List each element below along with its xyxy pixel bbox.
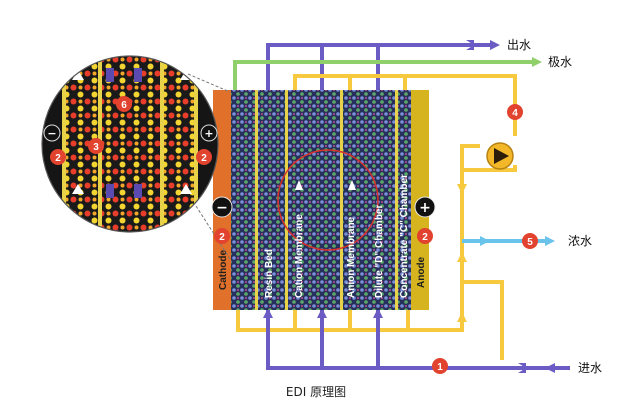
anode-plus-badge: + xyxy=(414,196,436,218)
svg-text:3: 3 xyxy=(93,142,99,153)
label-outlet: 出水 xyxy=(507,38,531,52)
marker-6: 6 xyxy=(116,96,132,112)
marker-2-lens-left: 2 xyxy=(50,149,66,165)
label-inlet: 进水 xyxy=(578,361,602,375)
electrode-water-arrow xyxy=(532,57,542,67)
svg-text:+: + xyxy=(204,127,213,140)
concentrate-out-arrow xyxy=(545,236,555,246)
svg-text:2: 2 xyxy=(201,153,207,164)
label-dilute-chamber: Dilute "D" Chamber xyxy=(374,205,385,298)
label-anion-membrane: Anion Membrane xyxy=(346,216,357,298)
svg-text:2: 2 xyxy=(219,232,225,243)
label-anode: Anode xyxy=(416,256,427,288)
outlet-arrow xyxy=(490,40,500,50)
inlet-pipe xyxy=(266,308,570,370)
cathode-minus-badge: − xyxy=(211,196,233,218)
membrane-3 xyxy=(340,90,343,310)
edi-module xyxy=(213,90,429,310)
inlet-up-arrow-2 xyxy=(317,308,327,318)
lens-plus-badge xyxy=(200,124,218,142)
diagram-caption: EDI 原理图 xyxy=(285,385,347,399)
marker-1: 1 xyxy=(432,358,448,374)
lens-minus-badge xyxy=(43,124,61,142)
electrode-water-pipe xyxy=(233,60,532,90)
marker-2-cathode: 2 xyxy=(214,228,230,244)
membrane-4 xyxy=(395,90,398,310)
inlet-arrow xyxy=(545,363,555,373)
membrane-1 xyxy=(255,90,258,310)
inlet-up-arrow-1 xyxy=(263,308,273,318)
yellow-arrow-up-2 xyxy=(457,312,467,322)
marker-3: 3 xyxy=(88,138,104,154)
svg-text:+: + xyxy=(419,200,431,216)
label-resin-bed: Resin Bed xyxy=(264,249,275,298)
yellow-arrow-down xyxy=(457,184,467,194)
marker-5: 5 xyxy=(522,233,538,249)
svg-text:2: 2 xyxy=(55,153,61,164)
label-concentrate-chamber: Concentrate "C" Chamber xyxy=(399,174,410,298)
svg-text:4: 4 xyxy=(512,108,518,119)
svg-text:6: 6 xyxy=(121,100,127,111)
concentrate-loop-pipe xyxy=(236,144,517,360)
outlet-valve-icon xyxy=(466,40,474,50)
label-cation-membrane: Cation Membrane xyxy=(294,214,305,298)
inlet-up-arrow-3 xyxy=(373,308,383,318)
concentrate-in-arrow xyxy=(480,236,490,246)
membrane-2 xyxy=(285,90,288,310)
marker-2-lens-right: 2 xyxy=(196,149,212,165)
yellow-arrow-up xyxy=(457,252,467,262)
marker-2-anode: 2 xyxy=(417,228,433,244)
svg-text:5: 5 xyxy=(527,237,533,248)
pump-icon xyxy=(486,142,514,170)
svg-text:1: 1 xyxy=(437,362,443,373)
focus-circle xyxy=(277,149,379,251)
svg-text:2: 2 xyxy=(422,232,428,243)
marker-4: 4 xyxy=(507,104,523,120)
outlet-pipe xyxy=(266,43,490,90)
label-electrode-water: 极水 xyxy=(548,55,572,69)
label-concentrate-water: 浓水 xyxy=(568,234,592,248)
svg-text:−: − xyxy=(216,200,228,216)
svg-text:−: − xyxy=(47,127,56,140)
inlet-valve-icon xyxy=(518,363,526,373)
label-cathode: Cathode xyxy=(218,250,229,290)
